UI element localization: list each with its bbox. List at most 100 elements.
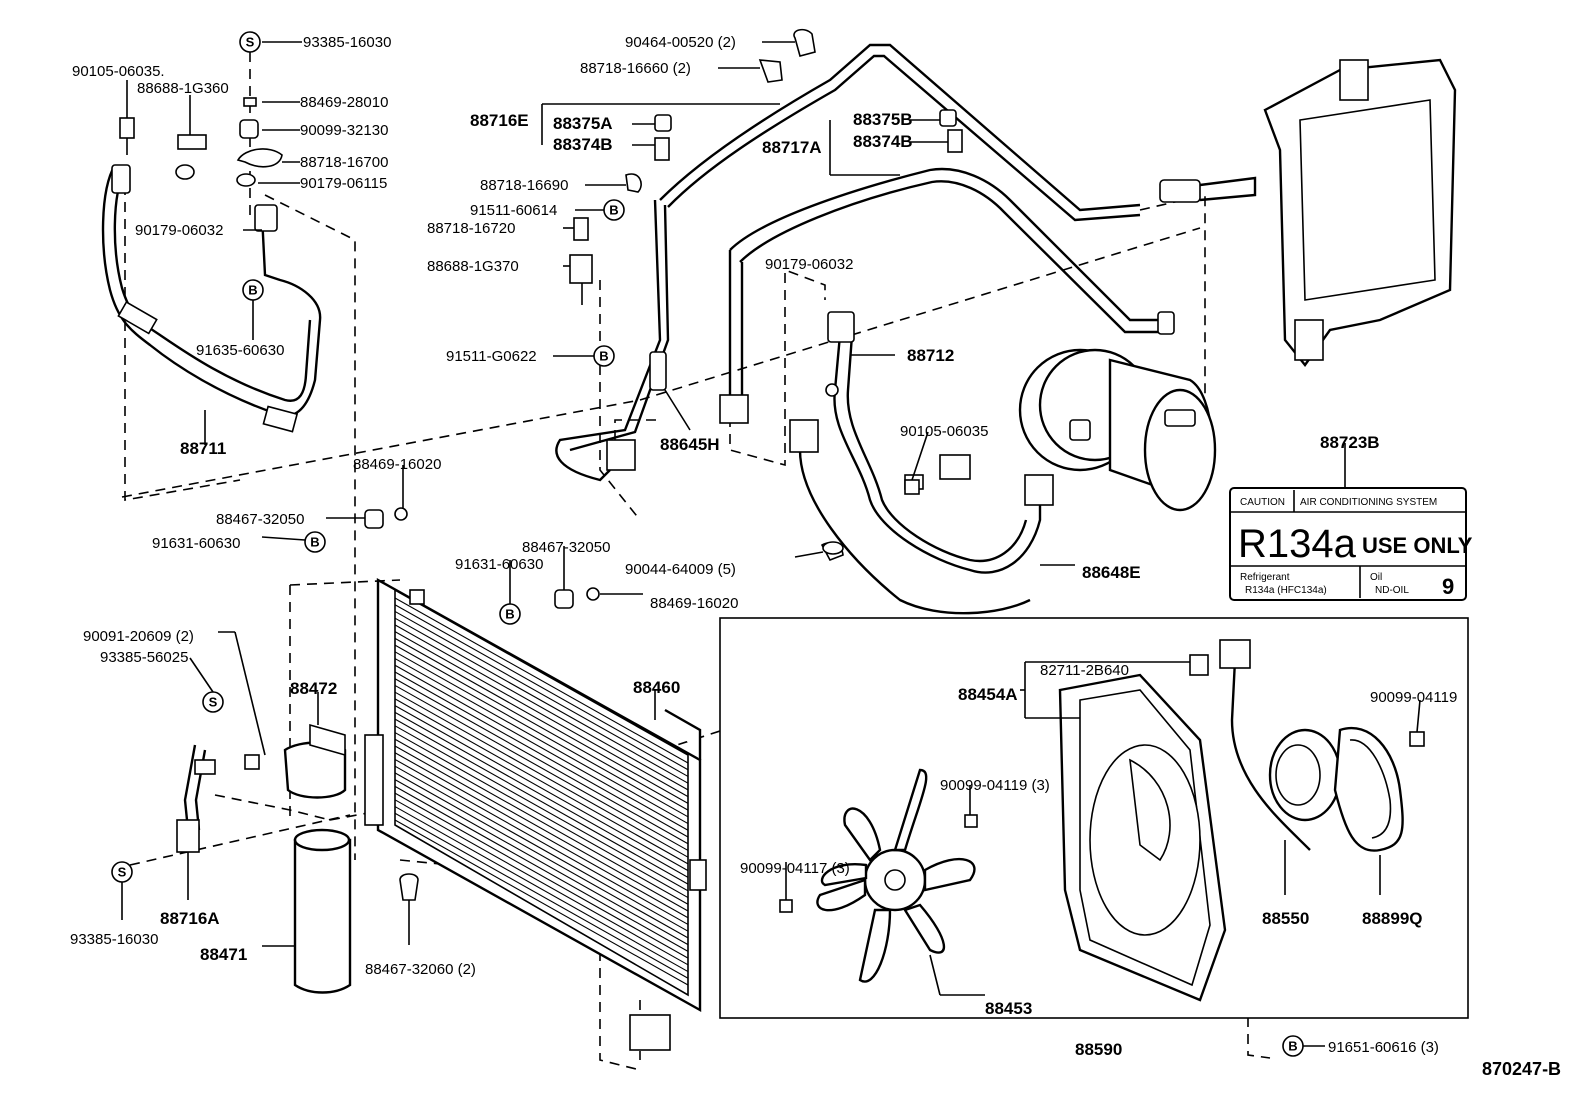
marker-b-91631-b: B — [499, 603, 521, 625]
label-88467-32050-b: 88467-32050 — [522, 539, 610, 556]
svg-text:B: B — [1288, 1039, 1297, 1054]
use-only-text: USE ONLY — [1362, 533, 1473, 558]
label-93385-16030-top: 93385-16030 — [303, 34, 391, 51]
part-drawings — [101, 28, 1469, 1051]
fan-motor-88550 — [1219, 639, 1342, 851]
label-88590: 88590 — [1075, 1040, 1122, 1059]
condenser-fin-line — [394, 637, 689, 804]
label-90179-06115: 90179-06115 — [300, 175, 387, 192]
tube-88716a — [176, 744, 216, 853]
compressor — [1018, 348, 1217, 512]
label-90099-04117: 90099-04117 (3) — [740, 860, 850, 877]
svg-text:B: B — [609, 203, 618, 218]
label-88688-1g360: 88688-1G360 — [137, 80, 229, 97]
label-82711-2b640: 82711-2B640 — [1040, 662, 1129, 679]
marker-b-91651: B — [1282, 1035, 1304, 1057]
label-88717a: 88717A — [762, 138, 822, 157]
suction-pipes — [555, 43, 1257, 482]
condenser-fin-line — [394, 799, 689, 966]
marker-b-91511-g0622: B — [593, 345, 615, 367]
refrigerant-detail: R134a (HFC134a) — [1245, 585, 1327, 596]
discharge-hose-88711 — [101, 164, 322, 433]
caution-label-graphic — [1229, 487, 1467, 601]
label-88688-1g370: 88688-1G370 — [427, 258, 519, 275]
label-90105-06035-b: 90105-06035 — [900, 423, 988, 440]
label-90044-64009: 90044-64009 (5) — [625, 561, 736, 578]
label-88374b-a: 88374B — [553, 135, 613, 154]
label-90105-06035-a: 90105-06035. — [72, 63, 165, 80]
caution-label: CAUTION AIR CONDITIONING SYSTEM R134a US… — [1238, 497, 1473, 599]
label-88718-16720: 88718-16720 — [427, 220, 515, 237]
condenser-mounts — [364, 507, 844, 901]
label-88718-16660: 88718-16660 (2) — [580, 60, 691, 77]
label-93385-16030-bot: 93385-16030 — [70, 931, 158, 948]
receiver-dryer — [244, 723, 352, 994]
bolts — [409, 479, 978, 913]
label-88550: 88550 — [1262, 909, 1309, 928]
fan-shroud — [1058, 654, 1227, 1002]
label-88472: 88472 — [290, 679, 337, 698]
condenser-fins — [394, 597, 689, 986]
part-labels: 93385-16030 90105-06035. 88688-1G360 884… — [70, 34, 1561, 1079]
refrigerant-word: Refrigerant — [1240, 572, 1290, 583]
label-91651-60616: 91651-60616 (3) — [1328, 1039, 1439, 1056]
label-88716a: 88716A — [160, 909, 220, 928]
label-91635-60630: 91635-60630 — [196, 342, 284, 359]
circle-markers: S B B B B B S S B — [111, 31, 1304, 1057]
condenser-fin-line — [394, 624, 689, 791]
svg-text:S: S — [118, 865, 127, 880]
evaporator-unit — [1263, 58, 1457, 367]
label-88899q: 88899Q — [1362, 909, 1423, 928]
svg-text:S: S — [246, 35, 255, 50]
condenser-fin-line — [394, 738, 689, 905]
label-88467-32060: 88467-32060 (2) — [365, 961, 476, 978]
oil-number: 9 — [1442, 574, 1454, 599]
small-fittings-top-left — [119, 97, 283, 187]
label-88648e: 88648E — [1082, 563, 1141, 582]
label-88712: 88712 — [907, 346, 954, 365]
svg-text:B: B — [599, 349, 608, 364]
caution-text: CAUTION — [1240, 497, 1285, 508]
condenser-88460 — [364, 577, 707, 1051]
condenser-fin-line — [394, 711, 689, 878]
label-91511-g0622: 91511-G0622 — [446, 348, 537, 365]
motor-cover-88899q — [1333, 727, 1425, 852]
label-93385-56025: 93385-56025 — [100, 649, 188, 666]
condenser-fin-line — [394, 705, 689, 872]
condenser-fin-line — [394, 779, 689, 946]
label-90464-00520: 90464-00520 (2) — [625, 34, 736, 51]
condenser-fin-line — [394, 610, 689, 777]
label-91631-60630-a: 91631-60630 — [152, 535, 240, 552]
condenser-fin-line — [394, 604, 689, 771]
condenser-fin-line — [394, 812, 689, 979]
label-88645h: 88645H — [660, 435, 720, 454]
condenser-fin-line — [394, 758, 689, 925]
condenser-fin-line — [394, 617, 689, 784]
condenser-fin-line — [394, 644, 689, 811]
marker-s-top: S — [239, 31, 261, 53]
svg-text:B: B — [505, 607, 514, 622]
oil-word: Oil — [1370, 572, 1382, 583]
label-88471: 88471 — [200, 945, 247, 964]
refrigerant-code: R134a — [1238, 522, 1357, 566]
label-90179-06032-b: 90179-06032 — [765, 256, 853, 273]
label-88454a: 88454A — [958, 685, 1018, 704]
label-88469-16020-a: 88469-16020 — [353, 456, 441, 473]
marker-b-91631-a: B — [304, 531, 326, 553]
marker-b-91511-60614: B — [603, 199, 625, 221]
label-88374b-b: 88374B — [853, 132, 913, 151]
label-88375b: 88375B — [853, 110, 913, 129]
label-88718-16700: 88718-16700 — [300, 154, 388, 171]
marker-s-93385-56025: S — [202, 691, 224, 713]
label-91511-60614: 91511-60614 — [470, 202, 557, 219]
condenser-fin-line — [394, 684, 689, 851]
label-88467-32050-a: 88467-32050 — [216, 511, 304, 528]
oil-type: ND-OIL — [1375, 585, 1409, 596]
condenser-fin-line — [394, 806, 689, 973]
label-88723b: 88723B — [1320, 433, 1380, 452]
condenser-fin-line — [394, 678, 689, 845]
condenser-fin-line — [394, 725, 689, 892]
svg-text:B: B — [248, 283, 257, 298]
svg-text:S: S — [209, 695, 218, 710]
label-88711: 88711 — [180, 439, 226, 458]
